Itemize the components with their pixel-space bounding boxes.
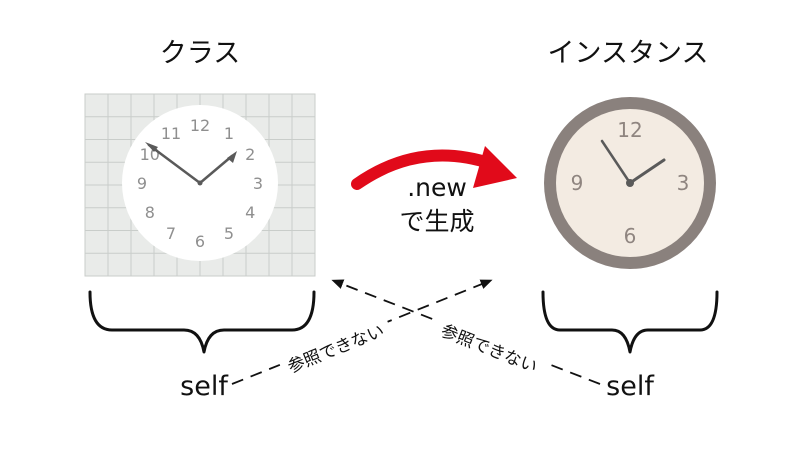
clock-number: 12 (617, 118, 642, 142)
clock-number: 1 (224, 124, 234, 143)
creation-caption: で生成 (399, 207, 474, 236)
clock-number: 3 (677, 171, 690, 195)
clock-number: 4 (245, 203, 255, 222)
new-method-label: .new (407, 173, 467, 202)
right-reference-note: 参照できない (438, 321, 540, 377)
clock-number: 6 (624, 224, 637, 248)
instance-title: インスタンス (548, 38, 709, 69)
clock-number: 7 (166, 224, 176, 243)
clock-number: 6 (195, 232, 205, 251)
wall-clock-icon: 12 3 6 9 (544, 97, 716, 269)
clock-number: 8 (145, 203, 155, 222)
clock-number: 5 (224, 224, 234, 243)
clock-number: 9 (137, 174, 147, 193)
clock-number: 11 (161, 124, 181, 143)
clock-number: 9 (571, 171, 584, 195)
class-title: クラス (160, 38, 240, 69)
clock-number: 12 (190, 116, 210, 135)
clock-number: 3 (253, 174, 263, 193)
clock-number: 2 (245, 145, 255, 164)
class-self-label: self (180, 371, 229, 402)
instance-self-label: self (606, 371, 655, 402)
curly-brace-icon (88, 290, 719, 354)
curved-arrow-icon (351, 146, 517, 190)
